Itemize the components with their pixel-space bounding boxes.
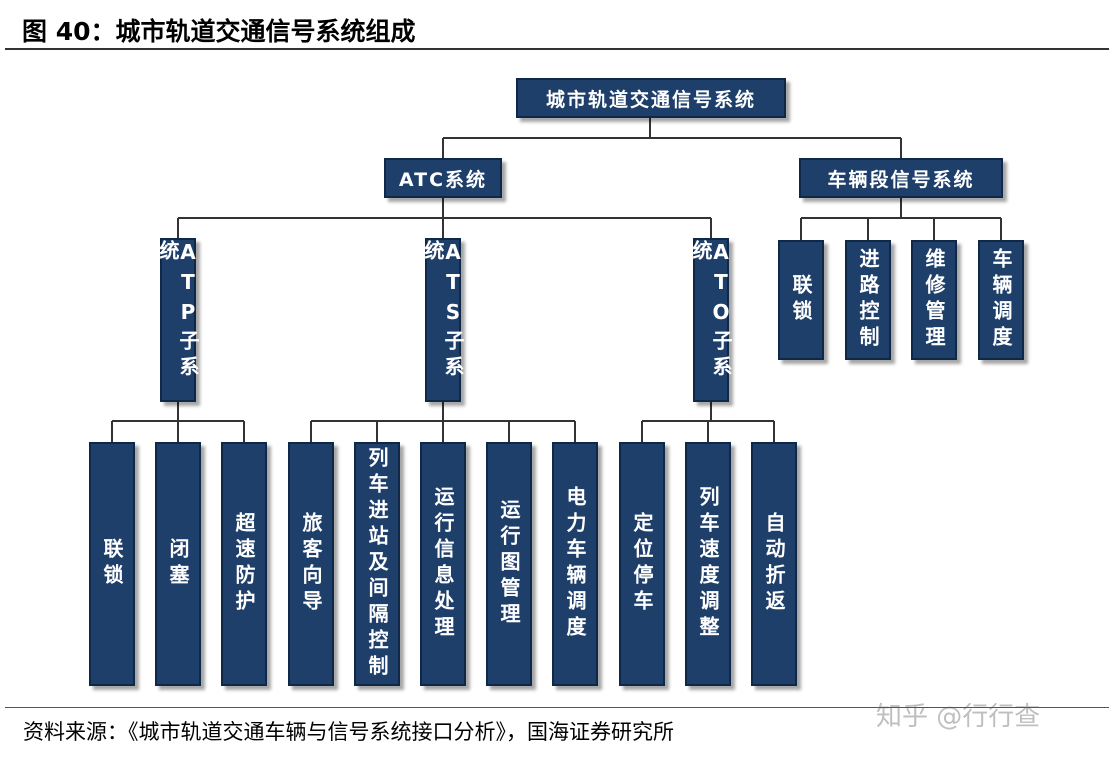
ato-child-node: 列车速度调整	[685, 442, 731, 686]
atp-child-node: 超速防护	[221, 442, 267, 686]
atp-child-node: 闭塞	[155, 442, 201, 686]
ats-subsystem-node: ATS子系统	[421, 238, 465, 402]
ato-child-node: 定位停车	[619, 442, 665, 686]
ato-subsystem-node: ATO子系统	[689, 238, 733, 402]
ats-child-node: 列车进站及间隔控制	[354, 442, 400, 686]
depot-child-node: 联锁	[778, 240, 824, 360]
depot-signal-node: 车辆段信号系统	[799, 158, 1003, 198]
ato-child-node: 自动折返	[751, 442, 797, 686]
atc-node: ATC系统	[384, 158, 502, 198]
bottom-rule	[5, 707, 1109, 708]
atp-subsystem-node: ATP子系统	[156, 238, 200, 402]
source-note: 资料来源：《城市轨道交通车辆与信号系统接口分析》，国海证券研究所	[23, 720, 674, 744]
figure-title: 图 40：城市轨道交通信号系统组成	[22, 17, 416, 46]
ats-child-node: 运行图管理	[486, 442, 532, 686]
ats-child-node: 旅客向导	[288, 442, 334, 686]
depot-child-node: 车辆调度	[978, 240, 1024, 360]
ats-child-node: 运行信息处理	[420, 442, 466, 686]
depot-child-node: 维修管理	[911, 240, 957, 360]
atp-child-node: 联锁	[89, 442, 135, 686]
root-node: 城市轨道交通信号系统	[516, 78, 786, 118]
depot-child-node: 进路控制	[845, 240, 891, 360]
watermark-text: 知乎 @行行查	[876, 702, 1041, 732]
top-rule	[5, 48, 1109, 50]
ats-child-node: 电力车辆调度	[552, 442, 598, 686]
